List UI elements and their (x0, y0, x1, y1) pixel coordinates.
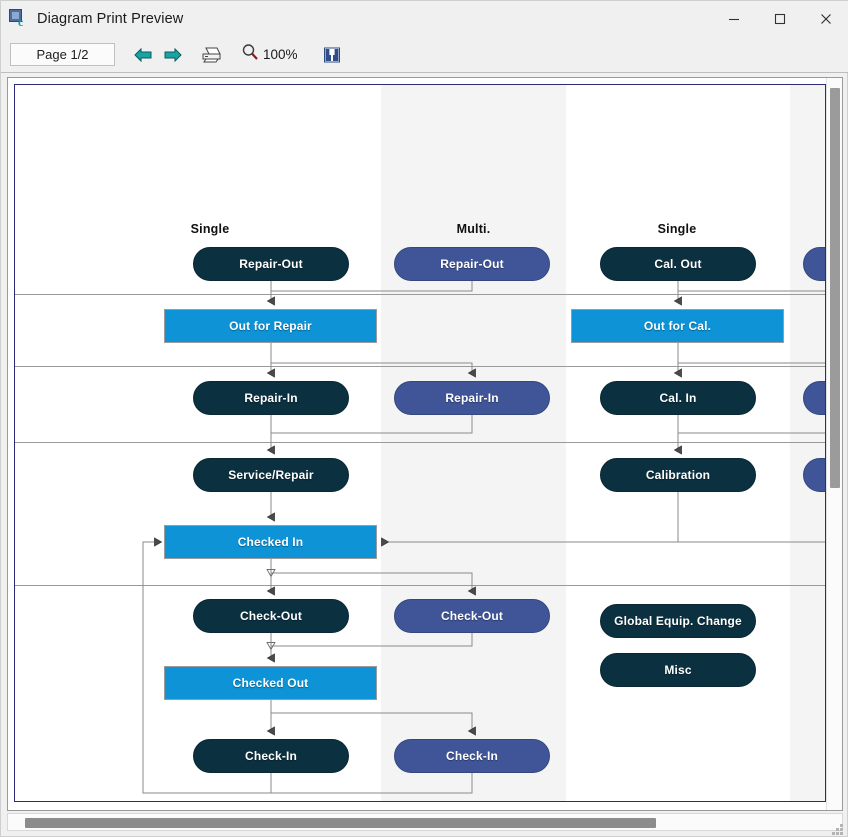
node-cal-out-single[interactable]: Cal. Out (600, 247, 756, 281)
node-label: Check-Out (440, 609, 504, 623)
printer-icon[interactable] (199, 42, 225, 68)
page-indicator[interactable]: Page 1/2 (10, 43, 115, 66)
vertical-scrollbar-thumb[interactable] (830, 88, 840, 488)
node-label: Out for Cal. (643, 319, 712, 333)
node-label: Cal. In (659, 391, 697, 405)
node-out-for-repair[interactable]: Out for Repair (164, 309, 377, 343)
node-label: Check-In (446, 749, 498, 763)
node-out-for-cal[interactable]: Out for Cal. (571, 309, 784, 343)
node-repair-in-multi[interactable]: Repair-In (394, 381, 550, 415)
zoom-level-label: 100% (263, 47, 298, 62)
magnifier-icon (241, 43, 259, 66)
node-label: Calibration (645, 468, 711, 482)
node-checked-in[interactable]: Checked In (164, 525, 377, 559)
window-title: Diagram Print Preview (37, 11, 184, 27)
edge-layer (142, 281, 825, 794)
column-header-multi-repair: Multi. (456, 222, 491, 236)
node-check-in-multi[interactable]: Check-In (394, 739, 550, 773)
close-button[interactable] (803, 1, 848, 37)
page-sheet: Single Multi. Single (14, 84, 826, 802)
lane-band-multi-2 (790, 85, 825, 801)
node-label: Repair-In (445, 391, 499, 405)
vertical-scrollbar[interactable] (826, 78, 842, 810)
node-label: Repair-Out (440, 257, 504, 271)
lane-divider-1 (15, 294, 825, 295)
workflow-diagram: Single Multi. Single (15, 85, 825, 801)
node-misc[interactable]: Misc (600, 653, 756, 687)
column-header-single-cal: Single (657, 222, 697, 236)
horizontal-scrollbar[interactable] (7, 813, 843, 831)
node-label: Checked Out (232, 676, 309, 690)
node-label: Repair-In (244, 391, 298, 405)
column-header-single-repair: Single (190, 222, 230, 236)
node-service-repair[interactable]: Service/Repair (193, 458, 349, 492)
toolbar: Page 1/2 (1, 37, 848, 73)
node-repair-in-single[interactable]: Repair-In (193, 381, 349, 415)
node-label: Misc (664, 663, 692, 677)
app-icon: c (9, 9, 29, 29)
lane-divider-2 (15, 366, 825, 367)
lane-band-multi (381, 85, 566, 801)
lane-divider-4 (15, 585, 825, 586)
node-label: Check-Out (239, 609, 303, 623)
node-repair-out-single[interactable]: Repair-Out (193, 247, 349, 281)
node-calibration[interactable]: Calibration (600, 458, 756, 492)
node-cal-in-single[interactable]: Cal. In (600, 381, 756, 415)
node-label: Cal. Out (654, 257, 702, 271)
node-check-out-multi[interactable]: Check-Out (394, 599, 550, 633)
zoom-control[interactable]: 100% (241, 42, 298, 68)
maximize-button[interactable] (757, 1, 803, 37)
window-controls (711, 1, 848, 37)
node-label: Check-In (245, 749, 297, 763)
node-label: Global Equip. Change (614, 614, 742, 628)
node-repair-out-multi[interactable]: Repair-Out (394, 247, 550, 281)
lane-divider-3 (15, 442, 825, 443)
node-global-equip-change[interactable]: Global Equip. Change (600, 604, 756, 638)
left-arrow-icon[interactable] (131, 42, 155, 68)
minimize-button[interactable] (711, 1, 757, 37)
multi-page-icon[interactable] (320, 42, 344, 68)
node-check-out-single[interactable]: Check-Out (193, 599, 349, 633)
right-arrow-icon[interactable] (161, 42, 185, 68)
node-label: Repair-Out (239, 257, 303, 271)
node-check-in-single[interactable]: Check-In (193, 739, 349, 773)
node-label: Out for Repair (229, 319, 312, 333)
resize-grip[interactable] (831, 821, 845, 835)
title-bar: c Diagram Print Preview (1, 1, 848, 37)
horizontal-scrollbar-thumb[interactable] (25, 818, 656, 828)
node-label: Service/Repair (228, 468, 314, 482)
node-label: Checked In (237, 535, 304, 549)
node-checked-out[interactable]: Checked Out (164, 666, 377, 700)
preview-pane: Single Multi. Single (7, 77, 843, 811)
